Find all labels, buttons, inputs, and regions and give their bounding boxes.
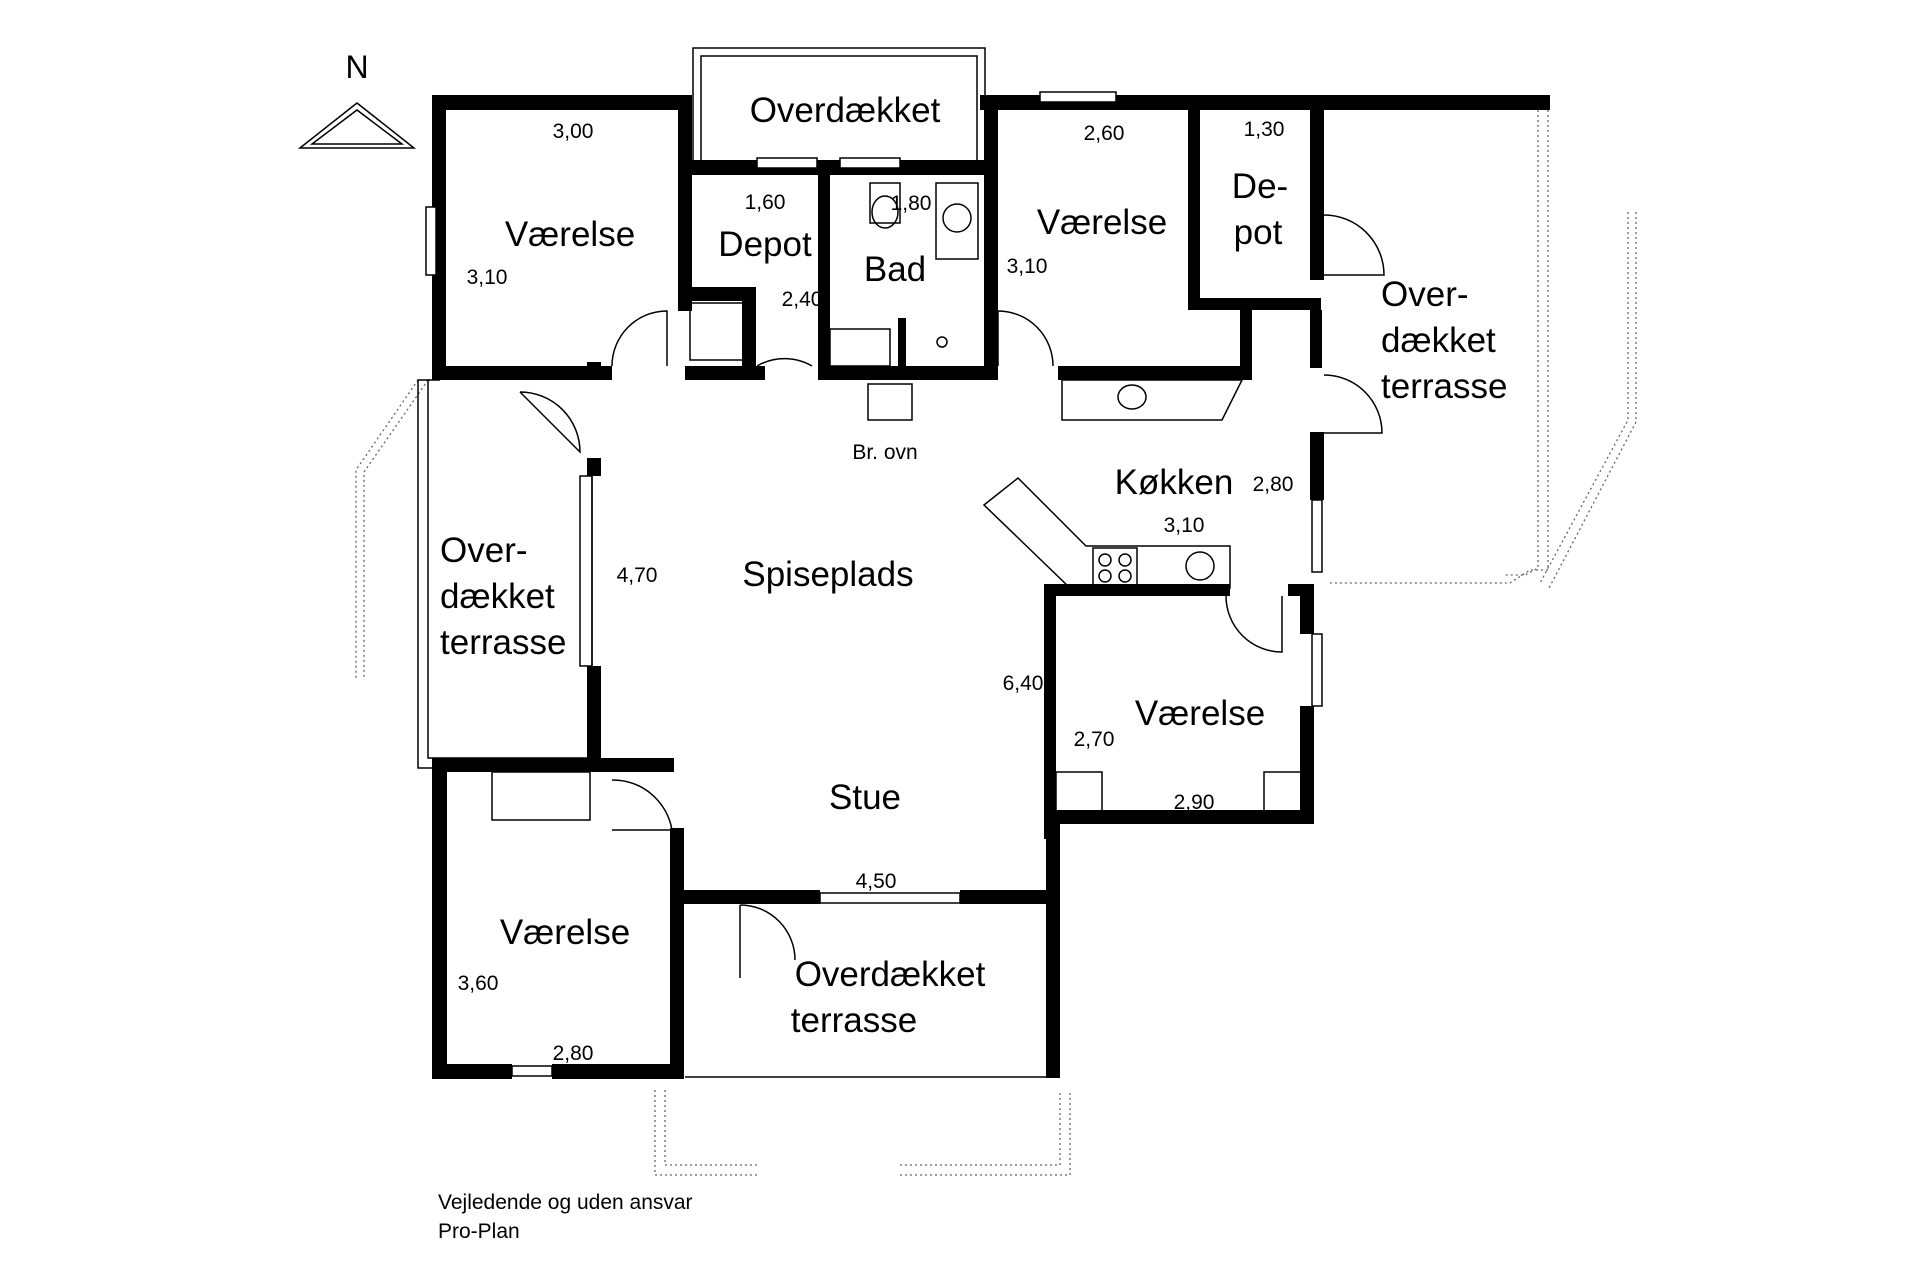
room-label-depot-left: Depot [718, 225, 812, 264]
doors [519, 214, 1385, 978]
window-east [1311, 633, 1323, 707]
dim-depot-depth: 2,40 [782, 288, 823, 311]
dimension-labels: 3,00 3,10 1,60 2,40 1,80 2,60 3,10 1,30 … [458, 118, 1294, 1065]
room-label-terrace-west-3: terrasse [440, 623, 566, 662]
room-label-terrace-west-1: Over- [440, 531, 528, 570]
room-label-terrace-east-3: terrasse [1381, 367, 1507, 406]
counter-island [982, 476, 1231, 589]
dim-living-depth: 6,40 [1003, 672, 1044, 695]
footer-disclaimer: Vejledende og uden ansvar [438, 1191, 693, 1214]
room-label-east: Værelse [1135, 694, 1265, 733]
dim-bath-width: 1,80 [891, 192, 932, 215]
room-label-covered-north: Overdækket [750, 91, 941, 130]
window-west-door [579, 475, 593, 667]
dim-depot2-width: 1,30 [1244, 118, 1285, 141]
toilet-icon [869, 182, 901, 224]
hob-icon [1092, 547, 1138, 587]
window-kitchen [1311, 499, 1323, 573]
dim-nw-depth: 3,10 [467, 266, 508, 289]
windows [425, 91, 1323, 1077]
kitchen-fixtures [491, 379, 1311, 821]
room-label-depot-right-2: pot [1234, 213, 1283, 252]
window-bath [839, 157, 901, 169]
north-arrow: N [297, 49, 417, 149]
north-label: N [345, 49, 368, 85]
window-ne [1039, 91, 1117, 103]
dim-kitchen-depth: 2,80 [1253, 473, 1294, 496]
fan-icon [1185, 551, 1215, 581]
room-label-terrace-south-1: Overdækket [795, 955, 986, 994]
dim-nw-width: 3,00 [553, 120, 594, 143]
dim-sw-width: 2,80 [553, 1042, 594, 1065]
walls [432, 95, 1550, 1079]
window-nw [425, 206, 437, 276]
sink-icon [935, 182, 979, 260]
terrace-outlines [355, 100, 1637, 1176]
room-label-terrace-south-2: terrasse [791, 1001, 917, 1040]
sink-icon [1117, 384, 1147, 410]
room-label-depot-right-1: De- [1232, 167, 1288, 206]
counter-north [1061, 379, 1244, 421]
room-labels: Overdækket Værelse Depot Bad Værelse De-… [440, 91, 1507, 1040]
bath-fixtures [829, 182, 979, 367]
window-south-door [819, 892, 961, 904]
dim-kitchen-width: 3,10 [1164, 514, 1205, 537]
dim-ne-width: 2,60 [1084, 122, 1125, 145]
room-label-ne: Værelse [1037, 203, 1167, 242]
room-label-living: Stue [829, 778, 901, 817]
dim-depot-width: 1,60 [745, 191, 786, 214]
room-label-dining: Spiseplads [742, 555, 913, 594]
dim-east-depth: 2,70 [1074, 728, 1115, 751]
room-label-kitchen: Køkken [1115, 463, 1234, 502]
dim-east-width: 2,90 [1174, 791, 1215, 814]
window-depot [756, 157, 818, 169]
footer-note: Vejledende og uden ansvar Pro-Plan [438, 1191, 693, 1243]
dim-dining-depth: 4,70 [617, 564, 658, 587]
footer-brand: Pro-Plan [438, 1220, 520, 1243]
room-label-bath: Bad [864, 250, 926, 289]
label-stove: Br. ovn [852, 441, 917, 464]
room-label-terrace-east-1: Over- [1381, 275, 1469, 314]
dim-ne-depth: 3,10 [1007, 255, 1048, 278]
room-label-sw: Værelse [500, 913, 630, 952]
window-sw [511, 1065, 553, 1077]
dim-living-width: 4,50 [856, 870, 897, 893]
room-label-terrace-east-2: dækket [1381, 321, 1496, 360]
room-label-nw: Værelse [505, 215, 635, 254]
room-label-terrace-west-2: dækket [440, 577, 555, 616]
dim-sw-depth: 3,60 [458, 972, 499, 995]
stove-icon [867, 383, 913, 421]
